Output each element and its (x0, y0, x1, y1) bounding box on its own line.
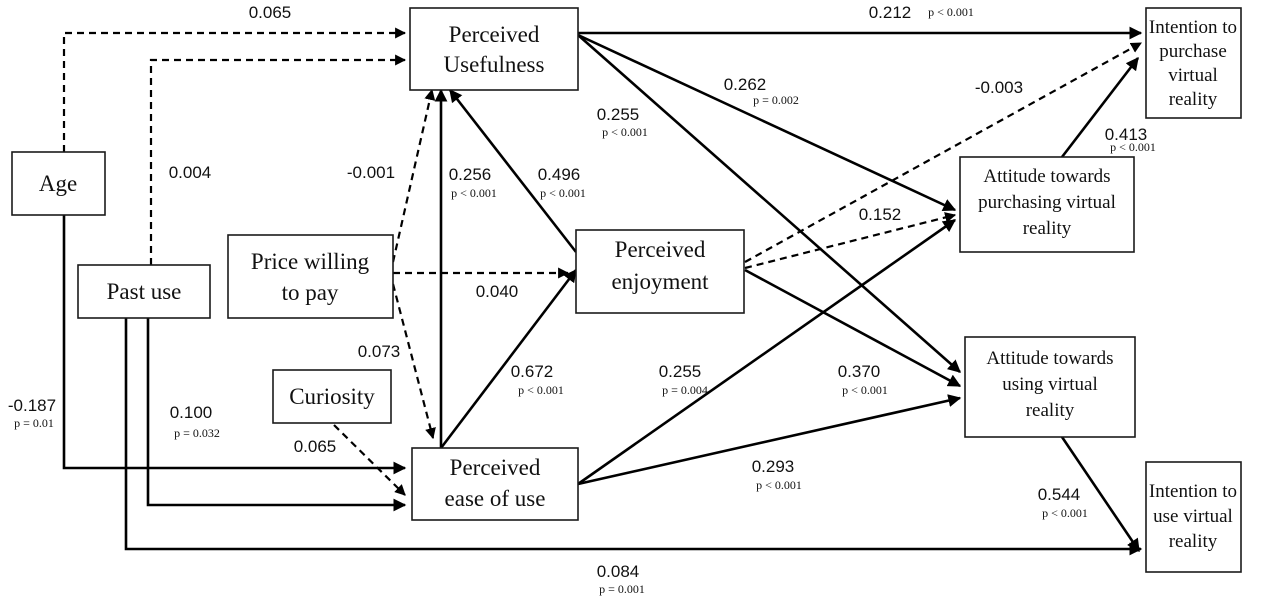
node-label: Attitude towards (986, 348, 1113, 369)
pval-peou-atu: p < 0.001 (756, 478, 802, 492)
coef-age-pu: 0.065 (249, 3, 292, 22)
coef-peou-pu: 0.256 (449, 165, 492, 184)
node-label: Price willing (251, 249, 370, 274)
node-label: reality (1026, 400, 1075, 421)
pval-peou-pe: p < 0.001 (518, 383, 564, 397)
coef-price-pu: -0.001 (347, 163, 395, 182)
node-label: reality (1023, 218, 1072, 239)
coef-atu-itu: 0.544 (1038, 485, 1081, 504)
coef-pe-pu: 0.496 (538, 165, 581, 184)
arrow-pu-to-atu (577, 34, 961, 373)
node-attitude-purchasing: Attitude towards purchasing virtual real… (959, 156, 1135, 253)
pval-past-itu: p = 0.001 (599, 582, 645, 596)
arrow-peou-to-pe (439, 268, 578, 449)
arrow-pe-to-atu (744, 268, 962, 388)
coef-past-peou: 0.100 (170, 403, 213, 422)
node-perceived-ease-of-use: Perceived ease of use (411, 447, 579, 521)
coef-pu-atp: 0.262 (724, 75, 767, 94)
arrow-age-to-pu (62, 27, 407, 152)
coef-pu-atu: 0.255 (597, 105, 640, 124)
pval-age-peou: p = 0.01 (14, 416, 54, 430)
node-intention-to-use: Intention to use virtual reality (1145, 461, 1242, 573)
coef-age-peou: -0.187 (8, 396, 56, 415)
arrow-price-to-peou (391, 283, 436, 440)
coef-pe-atp: 0.152 (859, 205, 902, 224)
pval-atu-itu: p < 0.001 (1042, 506, 1088, 520)
arrow-atp-to-itp (1060, 56, 1140, 158)
node-price-willing-to-pay: Price willing to pay (227, 234, 394, 319)
arrow-peou-to-atp (577, 218, 957, 486)
node-perceived-usefulness: Perceived Usefulness (409, 7, 579, 91)
node-label: Intention to (1149, 17, 1237, 38)
arrow-pe-to-atp (744, 212, 957, 270)
node-label: Perceived (615, 237, 706, 262)
arrow-past-to-itu (124, 318, 1143, 556)
node-label: using virtual (1002, 374, 1098, 395)
node-label: Age (39, 171, 77, 196)
arrow-age-to-peou (62, 215, 407, 475)
node-label: purchase (1159, 41, 1227, 62)
node-label: reality (1169, 531, 1218, 552)
node-label: Curiosity (289, 384, 375, 409)
arrow-cur-to-peou (333, 424, 406, 496)
node-label: ease of use (445, 486, 546, 511)
pval-past-peou: p = 0.032 (174, 426, 220, 440)
coef-past-itu: 0.084 (597, 562, 640, 581)
pval-peou-atp: p = 0.004 (662, 383, 708, 397)
pval-atp-itp: p < 0.001 (1110, 140, 1156, 154)
coef-pe-itp: -0.003 (975, 78, 1023, 97)
coef-peou-atu: 0.293 (752, 457, 795, 476)
node-attitude-using: Attitude towards using virtual reality (964, 336, 1136, 438)
node-label: Intention to (1149, 481, 1237, 502)
coef-pe-atu: 0.370 (838, 362, 881, 381)
coef-pu-itp: 0.212 (869, 3, 912, 22)
node-age: Age (11, 151, 106, 216)
node-label: purchasing virtual (978, 192, 1116, 213)
coef-peou-pe: 0.672 (511, 362, 554, 381)
arrow-pe-to-itp (744, 42, 1142, 263)
pval-pu-atu: p < 0.001 (602, 125, 648, 139)
pval-pu-atp: p = 0.002 (753, 93, 799, 107)
node-label: Attitude towards (983, 166, 1110, 187)
coef-peou-atp: 0.255 (659, 362, 702, 381)
node-label: use virtual (1153, 506, 1233, 527)
coef-past-pu: 0.004 (169, 163, 212, 182)
arrow-price-to-pu (391, 88, 436, 263)
arrow-pu-to-atp (577, 33, 957, 212)
node-label: Perceived (449, 22, 540, 47)
coef-price-pe: 0.040 (476, 282, 519, 301)
node-label: reality (1169, 89, 1218, 110)
coef-cur-peou: 0.065 (294, 437, 337, 456)
pval-peou-pu: p < 0.001 (451, 186, 497, 200)
coef-atp-itp: 0.413 (1105, 125, 1148, 144)
node-label: Past use (107, 279, 182, 304)
node-label: enjoyment (611, 269, 709, 294)
node-label: Usefulness (444, 52, 545, 77)
arrow-past-to-pu (149, 54, 407, 265)
coef-price-peou: 0.073 (358, 342, 401, 361)
pval-pe-atu: p < 0.001 (842, 383, 888, 397)
node-curiosity: Curiosity (272, 369, 392, 424)
arrow-peou-to-atu (577, 394, 962, 486)
node-perceived-enjoyment: Perceived enjoyment (575, 229, 745, 314)
node-intention-to-purchase: Intention to purchase virtual reality (1145, 7, 1242, 119)
arrows (62, 26, 1143, 556)
coefficients: 0.065 0.004 -0.001 0.256 p < 0.001 0.496… (8, 3, 1156, 596)
pval-pe-pu: p < 0.001 (540, 186, 586, 200)
arrow-past-to-peou (146, 318, 407, 512)
node-past-use: Past use (77, 264, 211, 319)
arrow-atu-to-itu (1060, 436, 1141, 553)
node-label: Perceived (450, 455, 541, 480)
pval-pu-itp: p < 0.001 (928, 5, 974, 19)
node-label: to pay (282, 280, 339, 305)
arrow-pe-to-pu (448, 88, 578, 253)
node-label: virtual (1168, 65, 1218, 86)
